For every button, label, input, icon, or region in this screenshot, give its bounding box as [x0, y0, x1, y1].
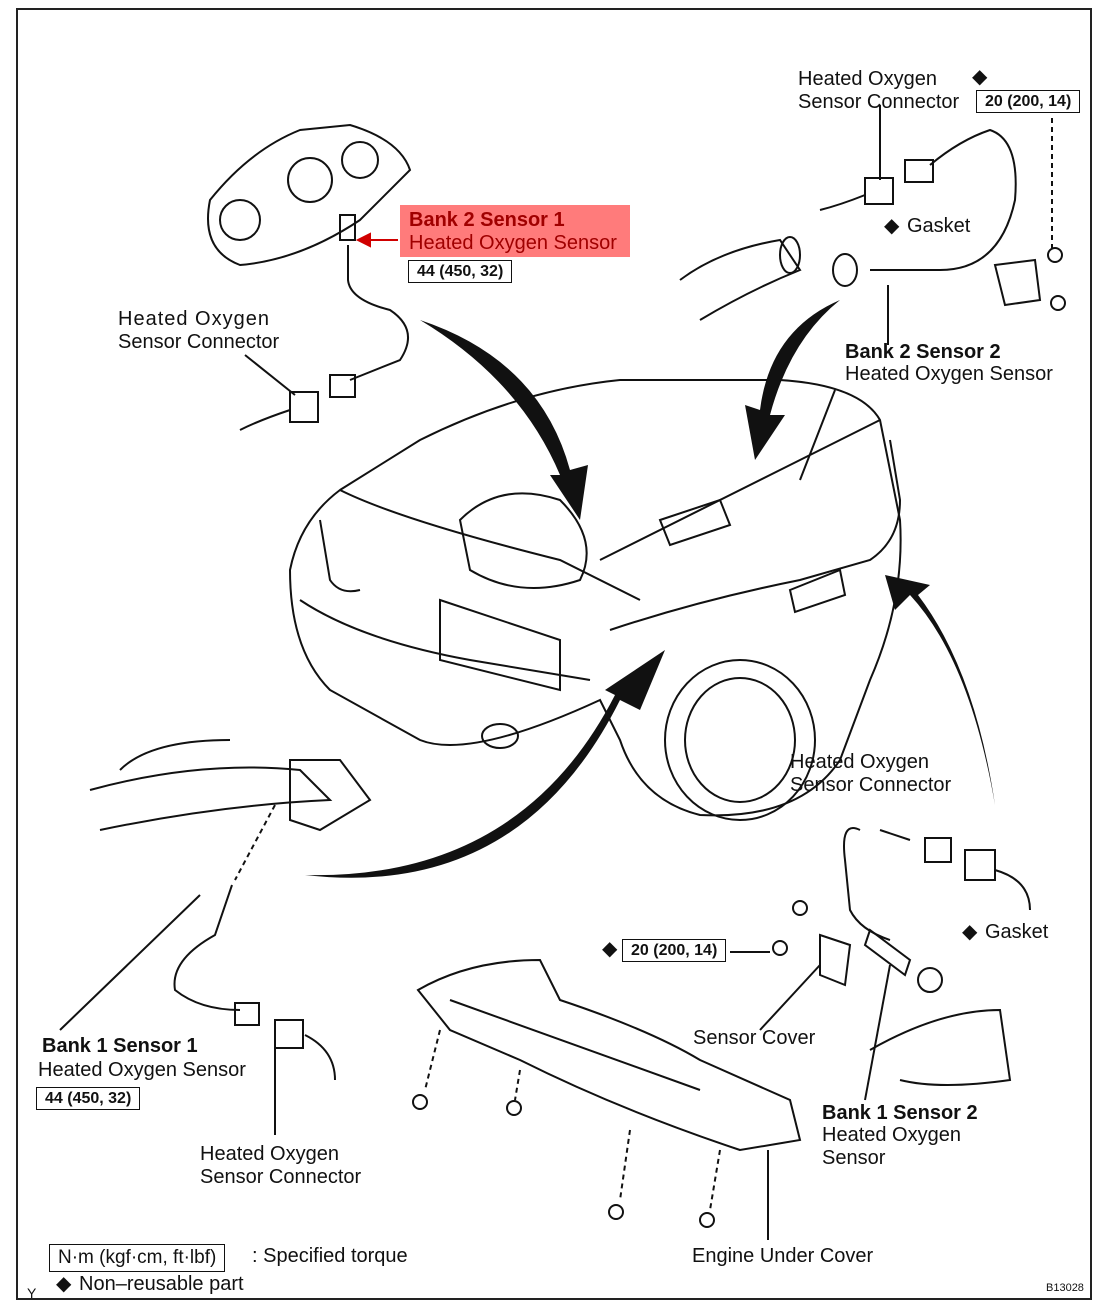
b2s2-gasket-label: Gasket: [907, 215, 971, 237]
b1s1-desc: Heated Oxygen Sensor: [38, 1059, 246, 1081]
legend-torque-text: : Specified torque: [252, 1245, 408, 1267]
bank1-sensor2-assembly: [412, 827, 1031, 1240]
bank2-sensor1-name: Bank 2 Sensor 1: [409, 209, 565, 231]
nonreusable-diamond-icon: ◆: [602, 938, 618, 960]
nonreusable-diamond-icon: ◆: [972, 66, 988, 88]
b2s1-connector-label-2: Sensor Connector: [118, 331, 280, 353]
sensor-cover-torque: 20 (200, 14): [622, 939, 727, 962]
nonreusable-diamond-icon: ◆: [962, 921, 978, 943]
b1s1-connector-label-2: Sensor Connector: [200, 1166, 362, 1188]
b1s2-desc-2: Sensor: [822, 1147, 886, 1169]
bank2-sensor1-torque: 44 (450, 32): [408, 260, 513, 283]
legend-nonreusable-text: Non–reusable part: [79, 1273, 244, 1295]
bank1-sensor1-assembly: [59, 739, 372, 1135]
corner-mark: Y: [27, 1285, 37, 1301]
arrow-to-bank2-sensor1: [420, 320, 588, 520]
bank2-sensor1-assembly: [207, 123, 412, 431]
b2s2-torque: 20 (200, 14): [976, 90, 1081, 113]
sensor-cover-label: Sensor Cover: [693, 1027, 816, 1049]
highlight-bank2-sensor1: Bank 2 Sensor 1 Heated Oxygen Sensor: [400, 205, 630, 257]
b1s1-connector-label-1: Heated Oxygen: [200, 1143, 339, 1165]
vehicle-outline: [288, 379, 902, 821]
b2s2-connector-label-1: Heated Oxygen: [798, 68, 937, 90]
b1s2-name: Bank 1 Sensor 2: [822, 1102, 978, 1124]
b1s2-connector-label-2: Sensor Connector: [790, 774, 952, 796]
arrow-to-bank1-sensor1: [305, 650, 665, 878]
nonreusable-diamond-icon: ◆: [884, 215, 900, 237]
engine-under-cover-label: Engine Under Cover: [692, 1245, 874, 1267]
b1s2-gasket-label: Gasket: [985, 921, 1049, 943]
b2s2-name: Bank 2 Sensor 2: [845, 341, 1001, 363]
b2s2-connector-label-2: Sensor Connector: [798, 91, 960, 113]
bank2-sensor2-assembly: [679, 105, 1066, 481]
nonreusable-diamond-icon: ◆: [56, 1273, 72, 1295]
pointer-arrows: [305, 300, 995, 878]
arrow-to-bank1-sensor2: [885, 575, 995, 805]
legend-torque-unit: N·m (kgf·cm, ft·lbf): [49, 1244, 226, 1272]
bank2-sensor1-desc: Heated Oxygen Sensor: [409, 232, 617, 254]
b1s2-connector-label-1: Heated Oxygen: [790, 751, 929, 773]
arrow-to-bank2-sensor2: [745, 300, 840, 460]
b1s1-torque: 44 (450, 32): [36, 1087, 141, 1110]
b2s2-desc: Heated Oxygen Sensor: [845, 363, 1053, 385]
b1s1-name: Bank 1 Sensor 1: [42, 1035, 198, 1057]
b2s1-connector-label-1: Heated Oxygen: [118, 308, 270, 330]
diagram-frame: [16, 8, 1092, 1300]
figure-id: B13028: [1046, 1282, 1084, 1294]
b1s2-desc-1: Heated Oxygen: [822, 1124, 961, 1146]
